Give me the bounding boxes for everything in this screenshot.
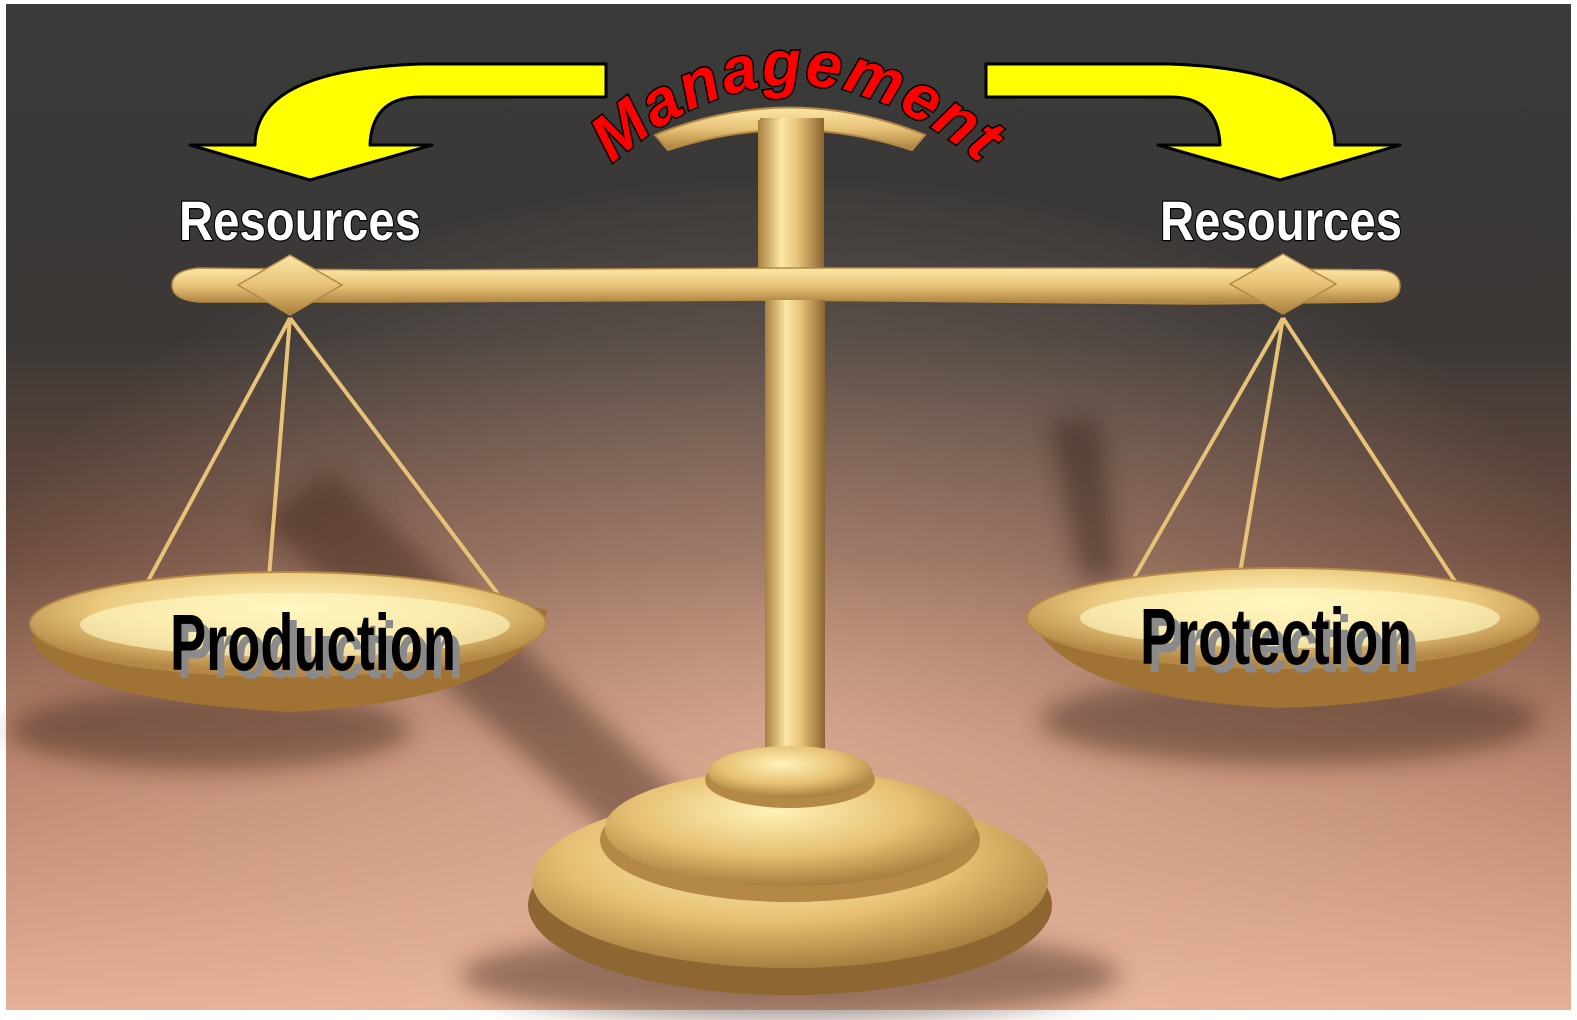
right-pan-assembly — [1026, 316, 1540, 708]
left-pan-label: Production — [170, 598, 456, 687]
left-resources-label: Resources — [179, 189, 421, 252]
scale-lower-post — [765, 300, 825, 780]
right-pan-label-shadow: Protection — [1147, 600, 1419, 689]
left-pan-assembly — [29, 316, 548, 712]
curved-arrow-right-icon — [984, 62, 1402, 182]
scale-beam — [171, 253, 1401, 316]
right-resources-label: Resources — [1160, 189, 1402, 252]
scale-upper-post — [758, 120, 824, 280]
left-pan-label-shadow: Production — [177, 606, 463, 695]
right-pan-label: Protection — [1140, 592, 1412, 681]
scale-base — [528, 746, 1052, 995]
curved-arrow-left-icon — [188, 62, 608, 182]
